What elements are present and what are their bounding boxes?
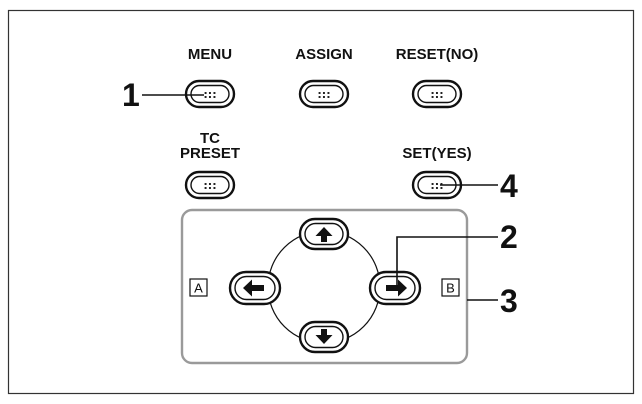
menu-label: MENU	[188, 46, 232, 63]
reset-button[interactable]: :::	[411, 79, 463, 109]
side-box-a: A	[189, 278, 208, 297]
preset-label: PRESET	[180, 145, 240, 162]
assign-label: ASSIGN	[295, 46, 353, 63]
side-box-b: B	[441, 278, 460, 297]
dots-icon: :::	[430, 179, 443, 192]
callout-2-leader	[396, 236, 498, 288]
side-letter-a: A	[194, 281, 203, 296]
right-button[interactable]	[368, 270, 422, 306]
dots-icon: :::	[203, 179, 216, 192]
tc-preset-button[interactable]: :::	[184, 170, 236, 200]
menu-button[interactable]: :::	[184, 79, 236, 109]
down-button[interactable]	[298, 320, 350, 354]
side-letter-b: B	[446, 281, 455, 296]
up-button[interactable]	[298, 217, 350, 251]
left-button[interactable]	[228, 270, 282, 306]
down-arrow-icon	[315, 329, 333, 344]
up-arrow-icon	[315, 227, 333, 242]
dots-icon: :::	[430, 88, 443, 101]
dpad-panel	[180, 208, 469, 365]
callout-4: 4	[500, 168, 518, 204]
assign-button[interactable]: :::	[298, 79, 350, 109]
callout-3: 3	[500, 283, 518, 319]
left-arrow-icon	[243, 279, 264, 297]
dots-icon: :::	[203, 88, 216, 101]
tc-label: TC	[200, 130, 220, 147]
callout-2: 2	[500, 219, 518, 255]
reset-label: RESET(NO)	[396, 46, 479, 63]
set-label: SET(YES)	[402, 145, 471, 162]
callout-1: 1	[122, 77, 140, 113]
dots-icon: :::	[317, 88, 330, 101]
